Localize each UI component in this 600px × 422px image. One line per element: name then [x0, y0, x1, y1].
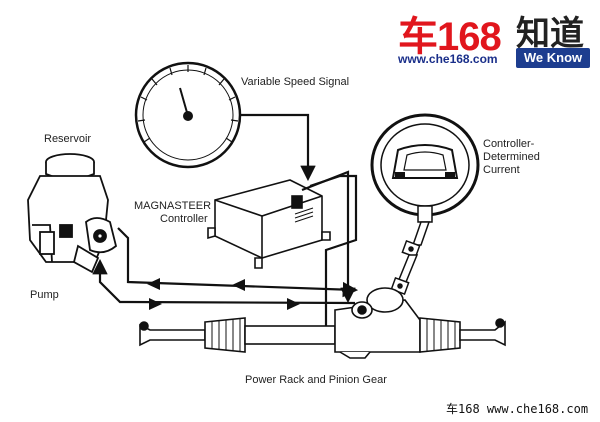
controller-determined-label-line3: Current — [483, 164, 520, 176]
power-rack-label: Power Rack and Pinion Gear — [245, 374, 387, 386]
variable-speed-signal-label: Variable Speed Signal — [241, 76, 350, 88]
controller-determined-label-line1: Controller- — [483, 138, 535, 150]
pump-label: Pump — [30, 289, 59, 301]
controller-determined-label-line2: Determined — [483, 151, 540, 163]
logo-badge: We Know — [516, 48, 590, 68]
rack-and-pinion-assembly — [139, 287, 506, 359]
magnasteer-label-line1: MAGNASTEER — [134, 200, 212, 212]
signal-line-arrowheads — [147, 278, 300, 310]
magnasteer-label-line2: Controller — [160, 213, 208, 225]
che168-logo: 车168 知道 www.che168.com We Know — [398, 4, 596, 74]
steering-column — [390, 221, 431, 295]
footer-watermark: 车168 www.che168.com — [446, 402, 589, 416]
logo-main-text: 车168 — [398, 15, 502, 59]
logo-cn-text: 知道 — [516, 14, 584, 54]
speedometer-gauge — [134, 61, 242, 169]
logo-url: www.che168.com — [398, 52, 498, 66]
reservoir-label: Reservoir — [44, 133, 92, 145]
magnasteer-controller-box — [207, 179, 331, 269]
reservoir-pump-unit — [27, 153, 118, 274]
steering-wheel — [370, 113, 480, 223]
